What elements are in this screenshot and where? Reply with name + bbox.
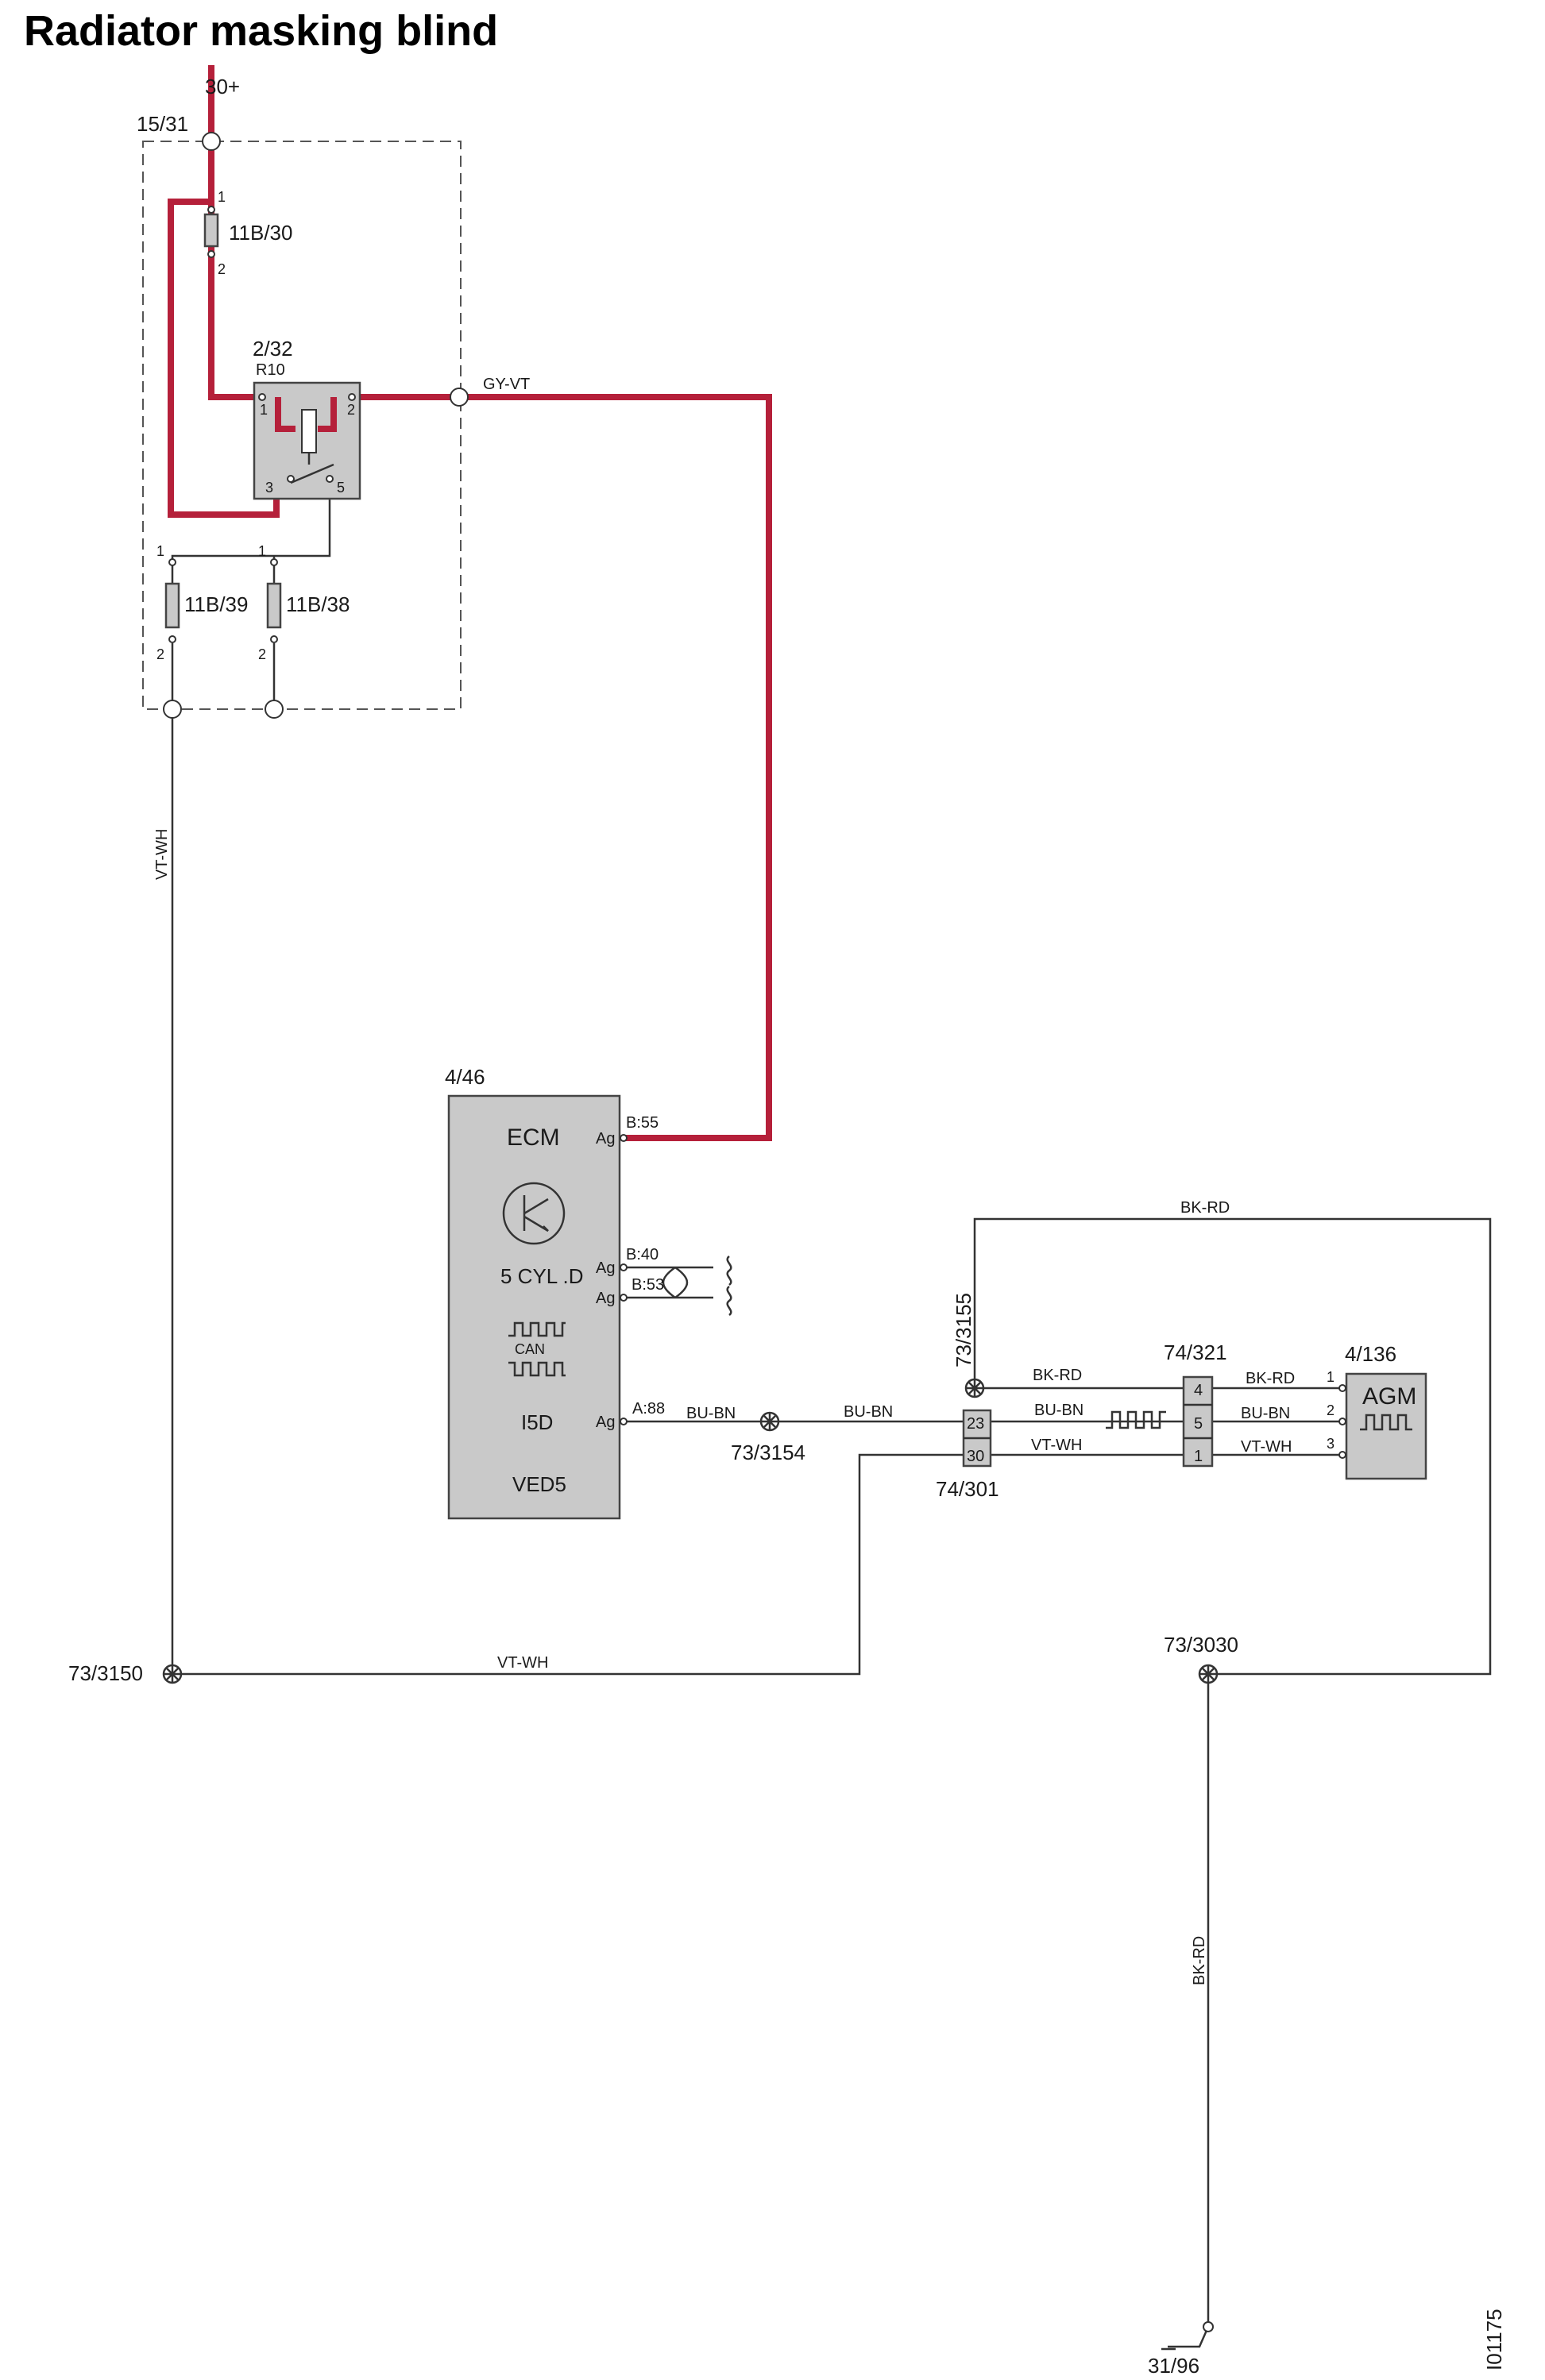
wire-label-bk-rd-top: BK-RD — [1180, 1199, 1230, 1217]
wire-label-bu-bn-3: BU-BN — [1034, 1402, 1083, 1419]
connector-74-321-label: 74/321 — [1164, 1340, 1227, 1364]
splice-73-3154-label: 73/3154 — [731, 1441, 805, 1464]
connector-74-321-pin-4: 4 — [1194, 1382, 1203, 1399]
splice-marks — [162, 1378, 1219, 1684]
fuse-11b38-label: 11B/38 — [286, 592, 350, 616]
wire-label-bk-rd-2: BK-RD — [1246, 1370, 1295, 1387]
pwm-signal-icon — [1106, 1410, 1166, 1429]
relay-pin-1: 1 — [260, 402, 268, 418]
fuse-11b30-pin-in: 1 — [218, 189, 226, 205]
ecm-system: VED5 — [512, 1472, 566, 1496]
connector-74-301-label: 74/301 — [936, 1477, 999, 1501]
ecm-pin-a88: A:88 — [632, 1400, 665, 1418]
ecm-engine: 5 CYL .D — [500, 1264, 584, 1288]
wire-powered-relay — [262, 394, 772, 1141]
can-twist — [662, 1266, 689, 1299]
ground-label: 31/96 — [1148, 2354, 1199, 2378]
ecm-pin-b55: B:55 — [626, 1114, 659, 1132]
agm-name: AGM — [1362, 1383, 1416, 1410]
agm-pin-3: 3 — [1327, 1436, 1334, 1452]
fuse-11b39-pin-in: 1 — [156, 543, 164, 559]
page-title: Radiator masking blind — [24, 7, 499, 55]
splice-73-3150-label: 73/3150 — [68, 1661, 143, 1685]
node-ground — [1203, 2321, 1214, 2332]
connector-74-301 — [962, 1409, 992, 1468]
connector-74-321 — [1182, 1375, 1214, 1468]
connector-74-301-pin-23: 23 — [967, 1415, 984, 1433]
relay-pin-5: 5 — [337, 480, 345, 496]
node-gy-vt — [450, 388, 469, 407]
wire-bk-rd-ground — [1168, 1683, 1210, 2348]
wire-label-vt-wh-1: VT-WH — [1031, 1437, 1082, 1454]
ecm-pin-type-a88: Ag — [596, 1414, 615, 1431]
ecm-pin-type-b55: Ag — [596, 1130, 615, 1148]
ecm-variant: I5D — [521, 1410, 553, 1434]
ecm-id: 4/46 — [445, 1065, 485, 1089]
wire-label-bu-bn-2: BU-BN — [844, 1403, 893, 1421]
splice-73-3030 — [1198, 1664, 1219, 1684]
wire-label-gy-vt: GY-VT — [483, 376, 530, 393]
ecm-pin-b53: B:53 — [632, 1276, 664, 1294]
ecm-name: ECM — [507, 1124, 560, 1151]
central-unit-label: 15/31 — [137, 112, 188, 136]
can-break-bottom — [726, 1286, 732, 1316]
fuse-11b38-pin-in: 1 — [258, 543, 266, 559]
agm-4-136 — [1338, 1372, 1427, 1480]
wire-label-vt-wh-bottom: VT-WH — [497, 1654, 548, 1672]
wire-label-bk-rd-vertical: BK-RD — [1191, 1936, 1208, 1985]
ground-symbol — [1161, 2347, 1176, 2351]
connector-74-301-pin-30: 30 — [967, 1448, 984, 1465]
relay-id: 2/32 — [253, 337, 293, 361]
fuse-11b38-pin-out: 2 — [258, 646, 266, 662]
agm-pin-1: 1 — [1327, 1369, 1334, 1385]
ecm-4-46 — [447, 1094, 628, 1520]
figure-id: I01175 — [1482, 2309, 1506, 2370]
wire-label-bu-bn-1: BU-BN — [686, 1405, 736, 1422]
wire-label-bk-rd-1: BK-RD — [1033, 1367, 1082, 1384]
fuse-11b30 — [203, 206, 219, 258]
ecm-signal-bottom — [508, 1361, 566, 1377]
agm-signal-icon — [1360, 1414, 1412, 1431]
splice-73-3030-label: 73/3030 — [1164, 1633, 1238, 1657]
ecm-bus: CAN — [515, 1341, 545, 1357]
agm-id: 4/136 — [1345, 1342, 1396, 1366]
ecm-pin-type-b40: Ag — [596, 1259, 615, 1277]
splice-73-3155-label: 73/3155 — [952, 1293, 975, 1367]
relay-pin-2: 2 — [347, 402, 355, 418]
connector-74-321-pin-1: 1 — [1194, 1448, 1203, 1465]
ecm-pin-type-b53: Ag — [596, 1290, 615, 1307]
node-11b39-out — [163, 700, 182, 719]
fuse-11b38 — [266, 558, 282, 643]
relay-2-32 — [253, 381, 361, 500]
wire-bk-rd-loop — [973, 1217, 1492, 1676]
splice-73-3155 — [964, 1378, 985, 1398]
wire-label-vt-wh-2: VT-WH — [1241, 1438, 1292, 1456]
connector-74-321-pin-5: 5 — [1194, 1415, 1203, 1433]
fuse-11b30-label: 11B/30 — [229, 221, 292, 245]
fuse-11b30-pin-out: 2 — [218, 261, 226, 277]
relay-code: R10 — [256, 361, 285, 379]
splice-73-3150 — [162, 1664, 183, 1684]
node-15-31 — [202, 132, 221, 151]
relay-pin-3: 3 — [265, 480, 273, 496]
wire-vt-wh-bottom — [181, 1453, 964, 1676]
wire-label-bu-bn-4: BU-BN — [1241, 1405, 1290, 1422]
battery-label: 30+ — [205, 75, 240, 98]
ecm-signal-top — [508, 1321, 566, 1337]
fuse-11b39 — [164, 558, 180, 643]
splice-73-3154 — [759, 1411, 780, 1432]
fuse-11b39-label: 11B/39 — [184, 592, 248, 616]
ecm-pin-b40: B:40 — [626, 1246, 659, 1263]
agm-pin-2: 2 — [1327, 1402, 1334, 1418]
wire-label-vt-wh-vertical: VT-WH — [153, 829, 171, 880]
wire-powered-supply — [208, 65, 262, 400]
node-11b38-out — [265, 700, 284, 719]
central-unit-frame — [142, 141, 462, 710]
fuse-11b39-pin-out: 2 — [156, 646, 164, 662]
can-break-top — [726, 1256, 732, 1286]
